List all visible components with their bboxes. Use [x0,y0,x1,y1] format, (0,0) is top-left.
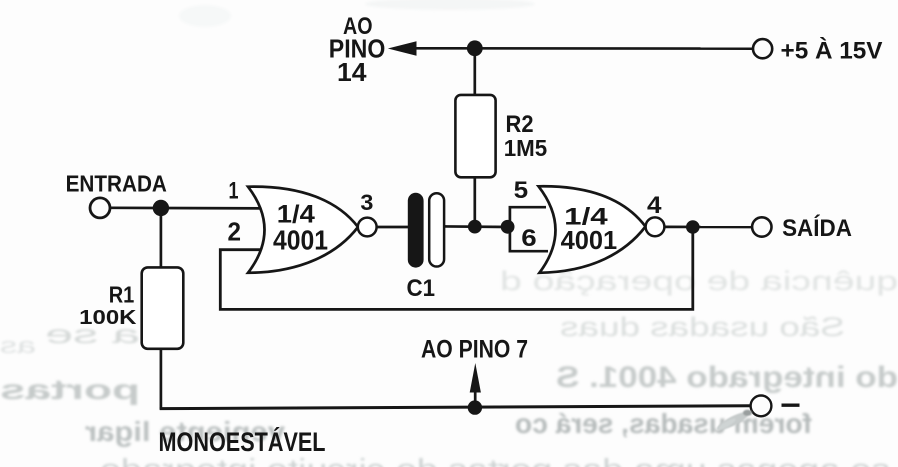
svg-text:1/4: 1/4 [564,204,608,231]
svg-text:PINO: PINO [329,36,386,64]
svg-text:MONOESTÁVEL: MONOESTÁVEL [159,427,326,457]
svg-text:3: 3 [360,190,373,215]
svg-text:1/4: 1/4 [277,201,315,229]
svg-text:4001: 4001 [273,225,328,256]
svg-text:R1: R1 [109,281,135,307]
svg-text:R2: R2 [506,111,534,138]
svg-text:do integrado 4001. S: do integrado 4001. S [556,361,898,394]
svg-text:C1: C1 [407,275,436,302]
svg-text:as: as [0,333,36,358]
svg-text:4: 4 [647,192,662,219]
svg-text:14: 14 [337,59,367,87]
svg-text:6: 6 [521,226,536,252]
svg-text:5: 5 [514,178,529,204]
svg-text:se apenas uma das portas do ci: se apenas uma das portas do circuito int… [100,454,890,467]
svg-text:AO PINO 7: AO PINO 7 [421,336,528,364]
svg-text:2: 2 [228,217,242,247]
svg-text:veniente ligar: veniente ligar [85,416,285,447]
svg-text:100K: 100K [79,307,137,329]
svg-text:São usadas duas: São usadas duas [560,312,845,342]
svg-text:+5 À 15V: +5 À 15V [781,37,884,65]
svg-text:1M5: 1M5 [504,135,548,161]
svg-text:a se: a se [45,319,140,349]
svg-text:SAÍDA: SAÍDA [782,214,852,242]
svg-text:1: 1 [229,178,239,205]
svg-text:AO: AO [343,13,373,40]
svg-text:portas: portas [0,374,140,405]
svg-text:4001: 4001 [561,227,618,255]
svg-text:ENTRADA: ENTRADA [66,170,167,196]
